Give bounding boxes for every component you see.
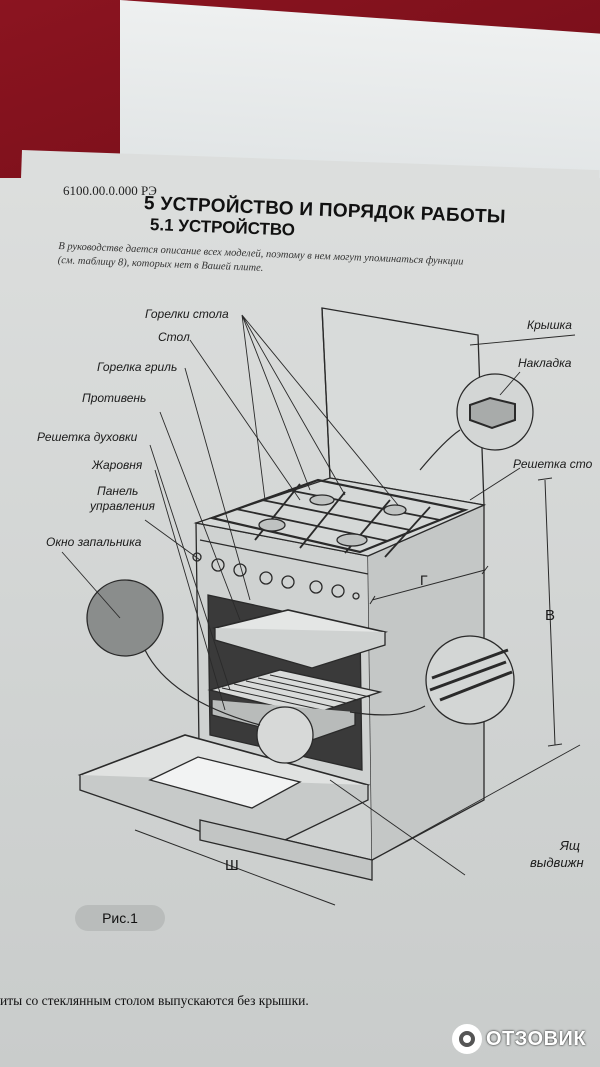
label-roaster: Жаровня [92,458,143,472]
rack-edge-zoom [425,635,515,725]
watermark-text: ОТЗОВИК [486,1027,587,1050]
label-baking-tray: Противень [82,391,147,405]
ignition-window-zoom [86,579,164,657]
stove-table [193,477,487,557]
label-grill-burner: Горелка гриль [97,360,178,374]
label-burners: Горелки стола [145,307,229,321]
label-drawer-2: выдвижн [530,855,584,870]
otzovik-logo-icon [452,1024,482,1054]
label-table-grate: Решетка сто [513,457,593,471]
label-dim-depth: Г [420,572,428,588]
document-code: 6100.00.0.000 РЭ [63,183,157,198]
label-drawer-1: Ящ [560,838,580,853]
label-oven-rack: Решетка духовки [37,430,138,444]
label-ignition-window: Окно запальника [46,535,142,549]
footer-note: иты со стеклянным столом выпускаются без… [0,993,309,1008]
label-panel-1: Панель [97,484,139,498]
label-dim-height: В [545,607,556,624]
label-pad: Накладка [518,356,572,370]
table-grate [208,478,469,554]
label-lid: Крышка [527,318,572,332]
figure-caption: Рис.1 [75,905,165,931]
label-panel-2: управления [90,499,155,513]
label-dim-width: Ш [225,857,239,874]
label-table: Стол [158,330,190,344]
watermark-logo: ОТЗОВИК [452,1024,586,1054]
